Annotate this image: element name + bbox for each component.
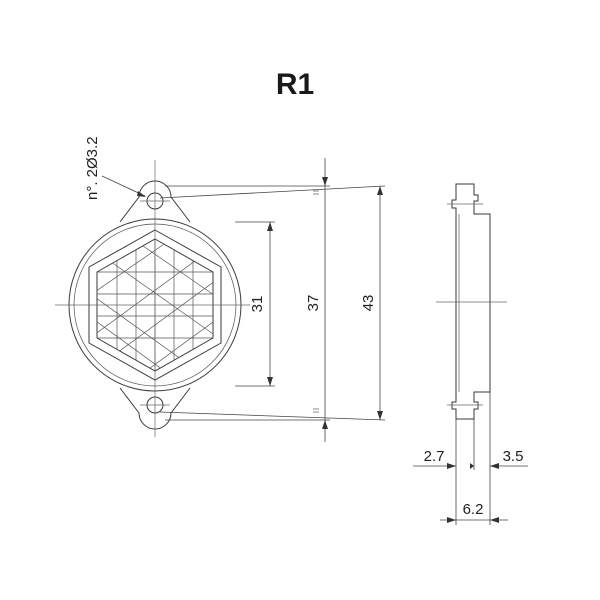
dim-43-label: 43 <box>360 295 377 312</box>
drawing-title: R1 <box>276 68 314 101</box>
side-profile <box>451 183 491 420</box>
hole-callout-label: n°. 2Ø3.2 <box>84 136 101 200</box>
front-view: n°. 2Ø3.2 31 37 43 <box>55 136 386 442</box>
dim-6-2-label: 6.2 <box>463 501 484 518</box>
dim-37-label: 37 <box>305 295 322 312</box>
side-view: 2.7 3.5 6.2 <box>413 183 528 525</box>
dim-43-ext-top <box>159 185 386 199</box>
dim-31-label: 31 <box>249 296 266 313</box>
dim-3-5-label: 3.5 <box>503 448 524 465</box>
dim-43-ext-bottom <box>159 411 386 421</box>
dim-2-7-label: 2.7 <box>424 448 445 465</box>
